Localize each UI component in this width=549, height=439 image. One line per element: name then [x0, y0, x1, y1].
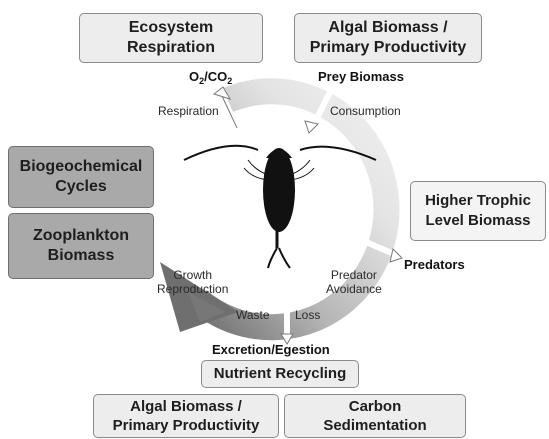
growth-reproduction-label: Growth Reproduction	[157, 268, 228, 296]
higher-trophic-line2: Level Biomass	[425, 211, 530, 231]
o2-co2-label: O2/CO2	[189, 70, 232, 88]
copepod-icon	[184, 146, 376, 268]
reproduction-line: Reproduction	[157, 282, 228, 296]
co-text: /CO	[204, 69, 227, 84]
prey-biomass-label: Prey Biomass	[318, 70, 404, 84]
loss-label: Loss	[295, 308, 320, 322]
higher-trophic-box: Higher Trophic Level Biomass	[410, 181, 546, 241]
ecosystem-respiration-line2: Respiration	[127, 38, 215, 58]
nutrient-recycling-box: Nutrient Recycling	[201, 360, 359, 388]
algal-biomass-bottom-box: Algal Biomass / Primary Productivity	[93, 394, 279, 438]
carbon-sedimentation-line2: Sedimentation	[323, 416, 426, 435]
growth-line: Growth	[157, 268, 228, 282]
respiration-label: Respiration	[158, 104, 219, 118]
biogeochemical-cycles-line2: Cycles	[55, 177, 107, 197]
higher-trophic-line1: Higher Trophic	[425, 191, 531, 211]
zooplankton-biomass-box: Zooplankton Biomass	[8, 213, 154, 279]
ecosystem-respiration-line1: Ecosystem	[129, 18, 214, 38]
biogeochemical-cycles-box: Biogeochemical Cycles	[8, 146, 154, 208]
predators-label: Predators	[404, 258, 465, 272]
excretion-egestion-label: Excretion/Egestion	[212, 343, 330, 357]
co2-subscript: 2	[227, 76, 232, 86]
algal-biomass-top-line1: Algal Biomass /	[328, 18, 447, 38]
algal-biomass-top-box: Algal Biomass / Primary Productivity	[294, 13, 482, 63]
ecosystem-respiration-box: Ecosystem Respiration	[79, 13, 263, 63]
predator-avoidance-line2: Avoidance	[326, 282, 382, 296]
consumption-label: Consumption	[330, 104, 401, 118]
predator-avoidance-line1: Predator	[326, 268, 382, 282]
algal-biomass-bottom-line2: Primary Productivity	[113, 416, 260, 435]
carbon-sedimentation-box: Carbon Sedimentation	[284, 394, 466, 438]
biogeochemical-cycles-line1: Biogeochemical	[20, 157, 143, 177]
algal-biomass-bottom-line1: Algal Biomass /	[130, 397, 242, 416]
waste-label: Waste	[236, 308, 270, 322]
zooplankton-biomass-line2: Biomass	[48, 246, 115, 266]
carbon-sedimentation-line1: Carbon	[349, 397, 402, 416]
predator-avoidance-label: Predator Avoidance	[326, 268, 382, 296]
zooplankton-biomass-line1: Zooplankton	[33, 226, 129, 246]
o2-text: O	[189, 69, 199, 84]
algal-biomass-top-line2: Primary Productivity	[310, 38, 467, 58]
nutrient-recycling-label: Nutrient Recycling	[214, 364, 347, 384]
